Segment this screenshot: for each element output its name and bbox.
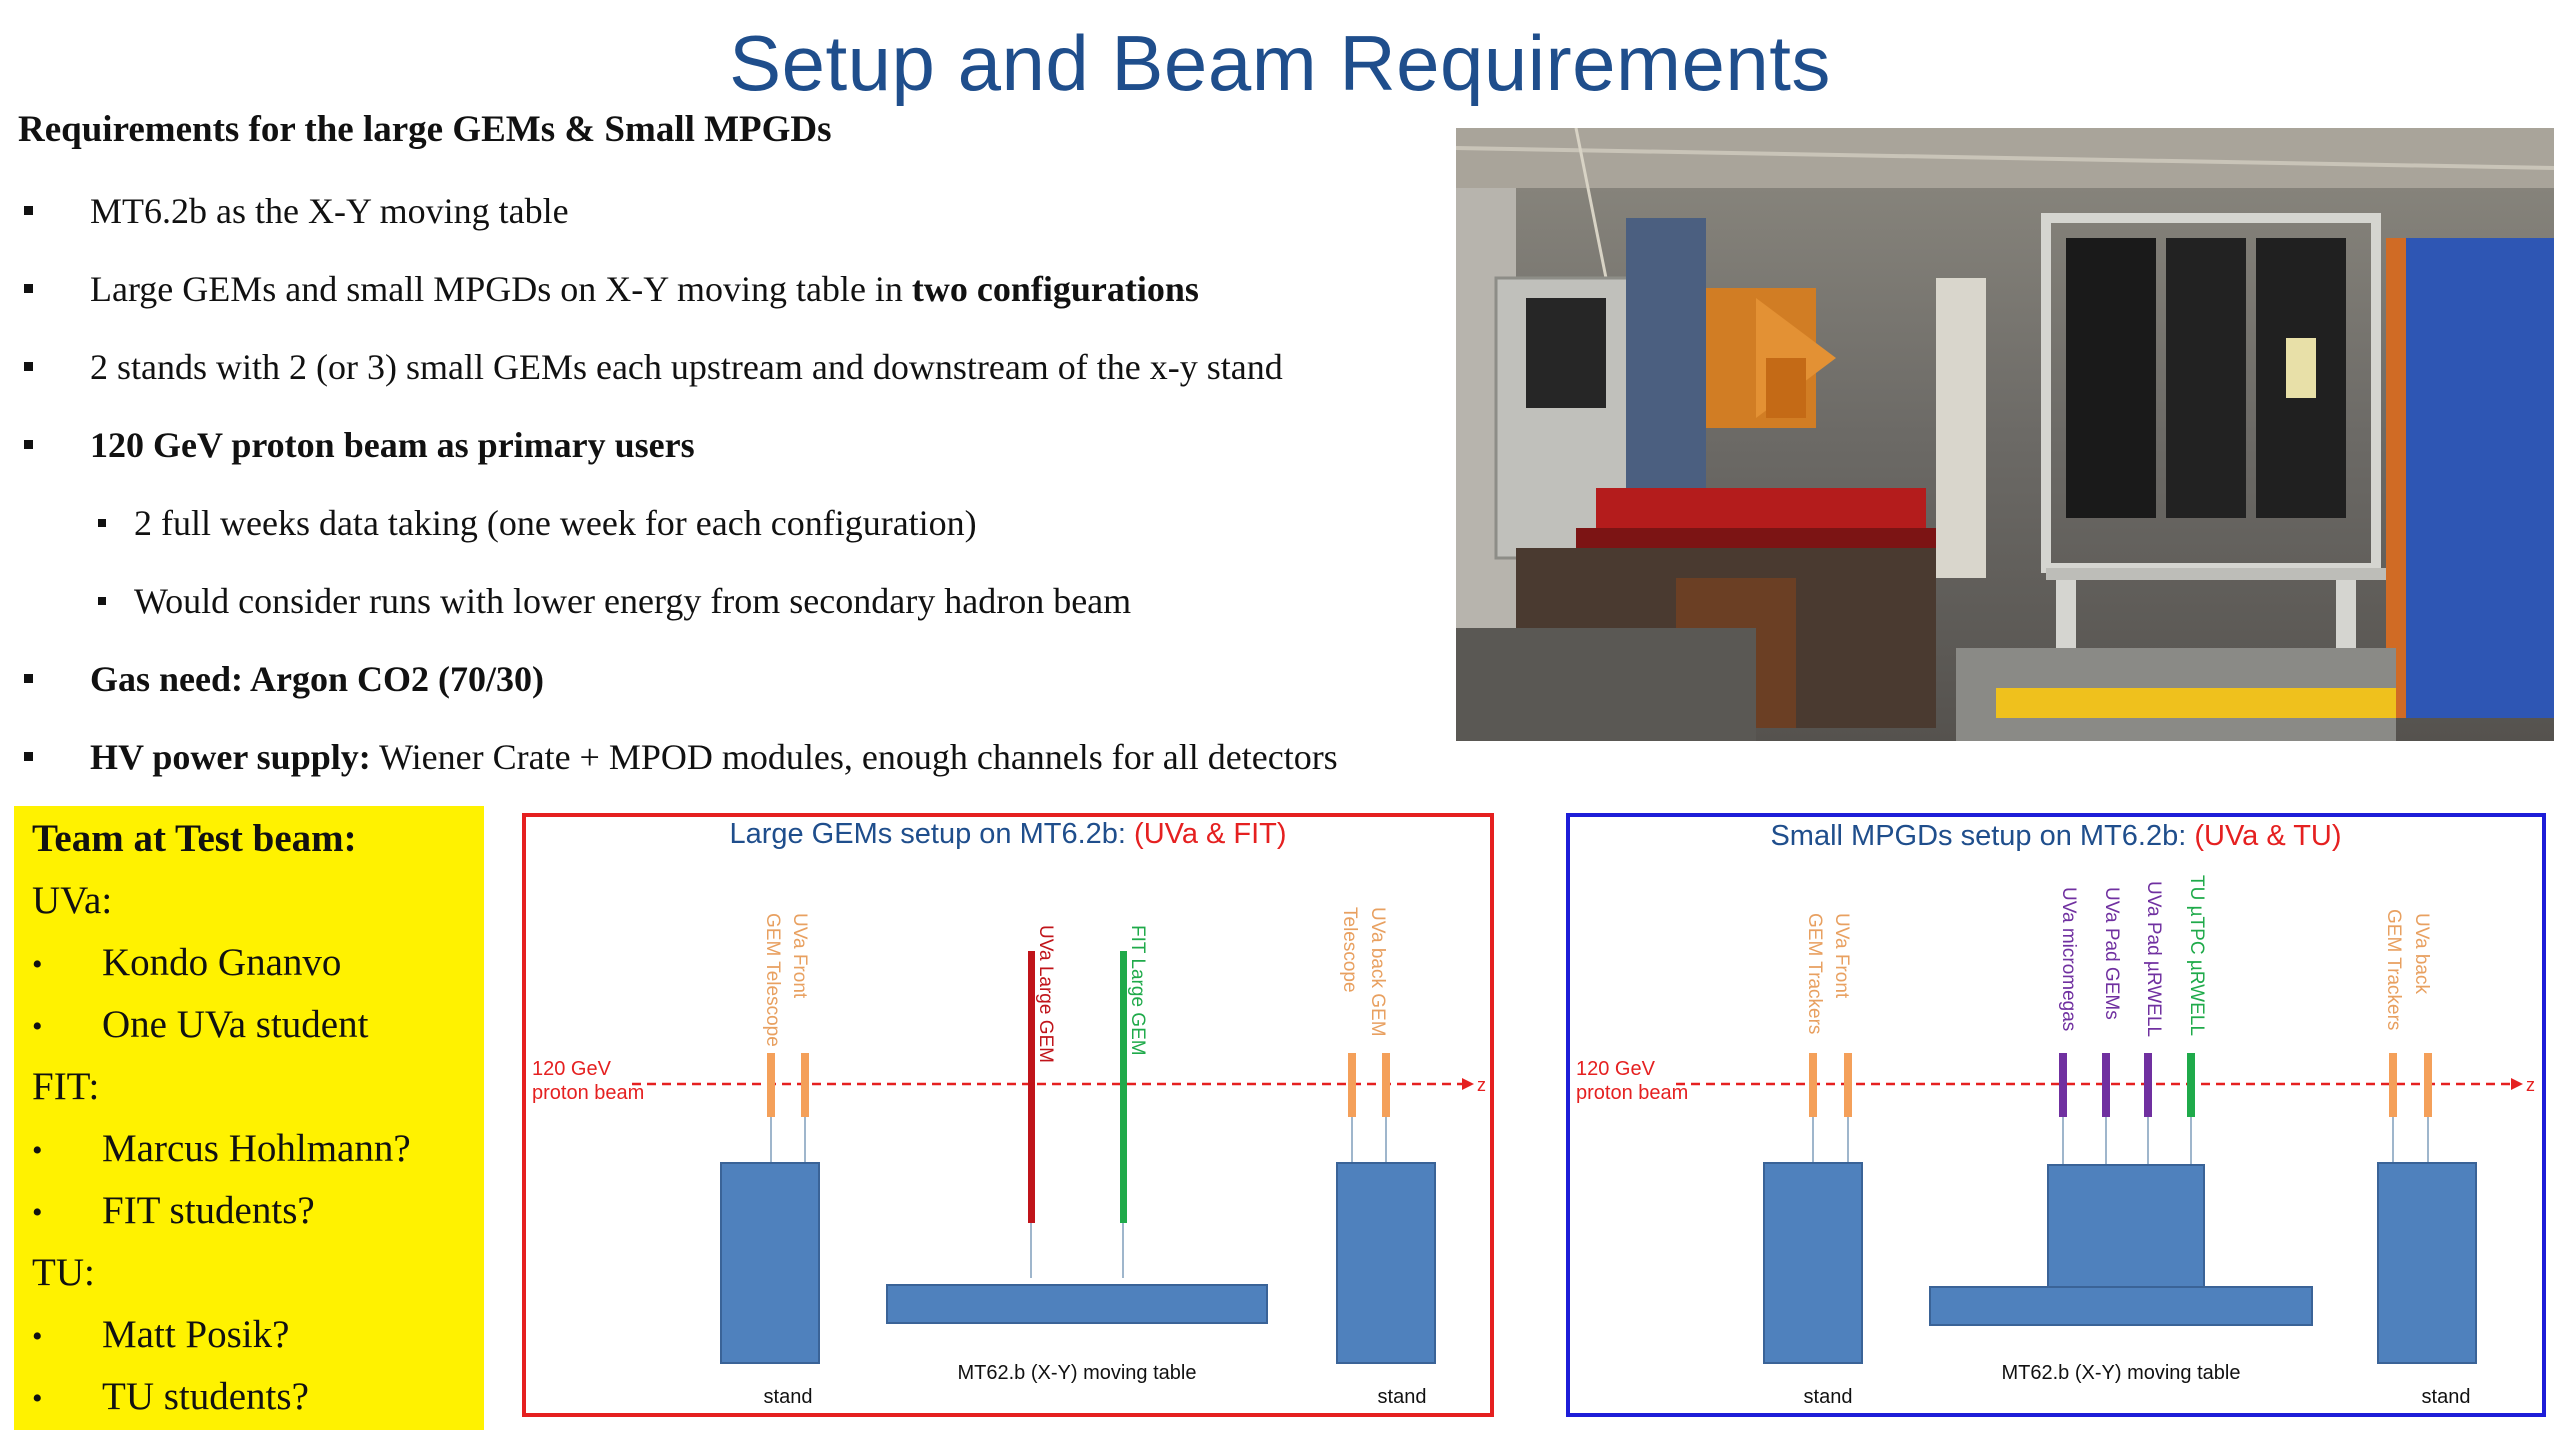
team-member: Kondo Gnanvo (102, 941, 342, 984)
front-stand (720, 1162, 820, 1364)
moving-table-label: MT62.b (X-Y) moving table (958, 1362, 1197, 1384)
team-member: TU students? (102, 1375, 309, 1418)
pad-urwell-label: UVa Pad µRWELL (2143, 881, 2164, 1037)
beam-label: 120 GeV (1576, 1058, 1656, 1080)
bullet-square-icon (98, 597, 106, 605)
team-member: FIT students? (102, 1189, 315, 1232)
back-gem-detector (2389, 1053, 2397, 1117)
back-telescope-label: Telescope (1339, 907, 1360, 993)
test-beam-lab-photo (1456, 128, 2554, 741)
tu-urwell-label: TU µTPC µRWELL (2186, 875, 2207, 1036)
bullet-square-icon (98, 519, 106, 527)
bullet-square-icon (24, 440, 33, 449)
bullet-square-icon (24, 284, 33, 293)
diagram-title: Large GEMs setup on MT6.2b: (UVa & FIT) (729, 818, 1286, 850)
uva-large-gem-detector (1028, 951, 1035, 1223)
beam-arrow-icon (2511, 1078, 2523, 1090)
bullet-dot-icon: • (32, 1134, 43, 1167)
bullet-dot-icon: • (32, 1320, 43, 1353)
fit-large-gem-detector (1120, 951, 1127, 1223)
bullet-dot-icon: • (32, 1196, 43, 1229)
moving-table (886, 1284, 1268, 1324)
team-member: One UVa student (102, 1003, 369, 1046)
back-gem-detector (1348, 1053, 1356, 1117)
team-group-fit: FIT: (32, 1065, 100, 1108)
bullet-dot-icon: • (32, 1010, 43, 1043)
front-gem-detector (1844, 1053, 1852, 1117)
pad-gems-label: UVa Pad GEMs (2101, 887, 2122, 1020)
front-trackers-label: UVa Front (1831, 913, 1852, 999)
bullet-square-icon (24, 674, 33, 683)
stand-label: stand (1804, 1386, 1853, 1408)
team-heading: Team at Test beam: (32, 817, 357, 860)
micromegas-detector (2059, 1053, 2067, 1117)
back-telescope-label: UVa back GEM (1367, 907, 1388, 1037)
team-group-tu: TU: (32, 1251, 95, 1294)
bullet-dot-icon: • (32, 948, 43, 981)
back-trackers-label: GEM Trackers (2383, 909, 2404, 1030)
back-trackers-label: UVa back (2411, 913, 2432, 994)
back-gem-detector (2424, 1053, 2432, 1117)
stand-label: stand (1378, 1386, 1427, 1408)
bullet-square-icon (24, 362, 33, 371)
bullet-square-icon (24, 206, 33, 215)
diagram-title: Small MPGDs setup on MT6.2b: (UVa & TU) (1770, 820, 2341, 852)
tu-urwell-detector (2187, 1053, 2195, 1117)
team-member: Marcus Hohlmann? (102, 1127, 411, 1170)
front-telescope-label: GEM Telescope (762, 913, 783, 1047)
pad-urwell-detector (2144, 1053, 2152, 1117)
stand-label: stand (764, 1386, 813, 1408)
team-member: Matt Posik? (102, 1313, 290, 1356)
pad-gem-detector (2102, 1053, 2110, 1117)
beam-label: 120 GeV (532, 1058, 612, 1080)
back-stand (2377, 1162, 2477, 1364)
micromegas-label: UVa micromegas (2058, 887, 2079, 1031)
fit-large-gem-label: FIT Large GEM (1127, 925, 1148, 1056)
front-stand (1763, 1162, 1863, 1364)
mpgd-stand (2047, 1164, 2205, 1288)
front-gem-detector (1809, 1053, 1817, 1117)
back-gem-detector (1382, 1053, 1390, 1117)
bullet-dot-icon: • (32, 1382, 43, 1415)
moving-table (1929, 1286, 2313, 1326)
team-box: Team at Test beam: UVa: • Kondo Gnanvo •… (14, 806, 484, 1430)
front-gem-detector (767, 1053, 775, 1117)
team-group-uva: UVa: (32, 879, 113, 922)
large-gems-setup-diagram: Large GEMs setup on MT6.2b: (UVa & FIT) … (522, 813, 1494, 1417)
small-mpgds-setup-diagram: Small MPGDs setup on MT6.2b: (UVa & TU) … (1566, 813, 2546, 1417)
moving-table-label: MT62.b (X-Y) moving table (2002, 1362, 2241, 1384)
beam-arrow-icon (1462, 1078, 1474, 1090)
front-gem-detector (801, 1053, 809, 1117)
beam-label: proton beam (532, 1082, 644, 1104)
z-axis-label: z (2526, 1075, 2535, 1095)
z-axis-label: z (1477, 1075, 1486, 1095)
beam-label: proton beam (1576, 1082, 1688, 1104)
front-trackers-label: GEM Trackers (1804, 913, 1825, 1034)
stand-label: stand (2422, 1386, 2471, 1408)
requirements-heading: Requirements for the large GEMs & Small … (18, 109, 832, 150)
bullet-square-icon (24, 752, 33, 761)
slide-title: Setup and Beam Requirements (729, 19, 1831, 107)
uva-large-gem-label: UVa Large GEM (1035, 925, 1056, 1063)
front-telescope-label: UVa Front (789, 913, 810, 999)
back-stand (1336, 1162, 1436, 1364)
